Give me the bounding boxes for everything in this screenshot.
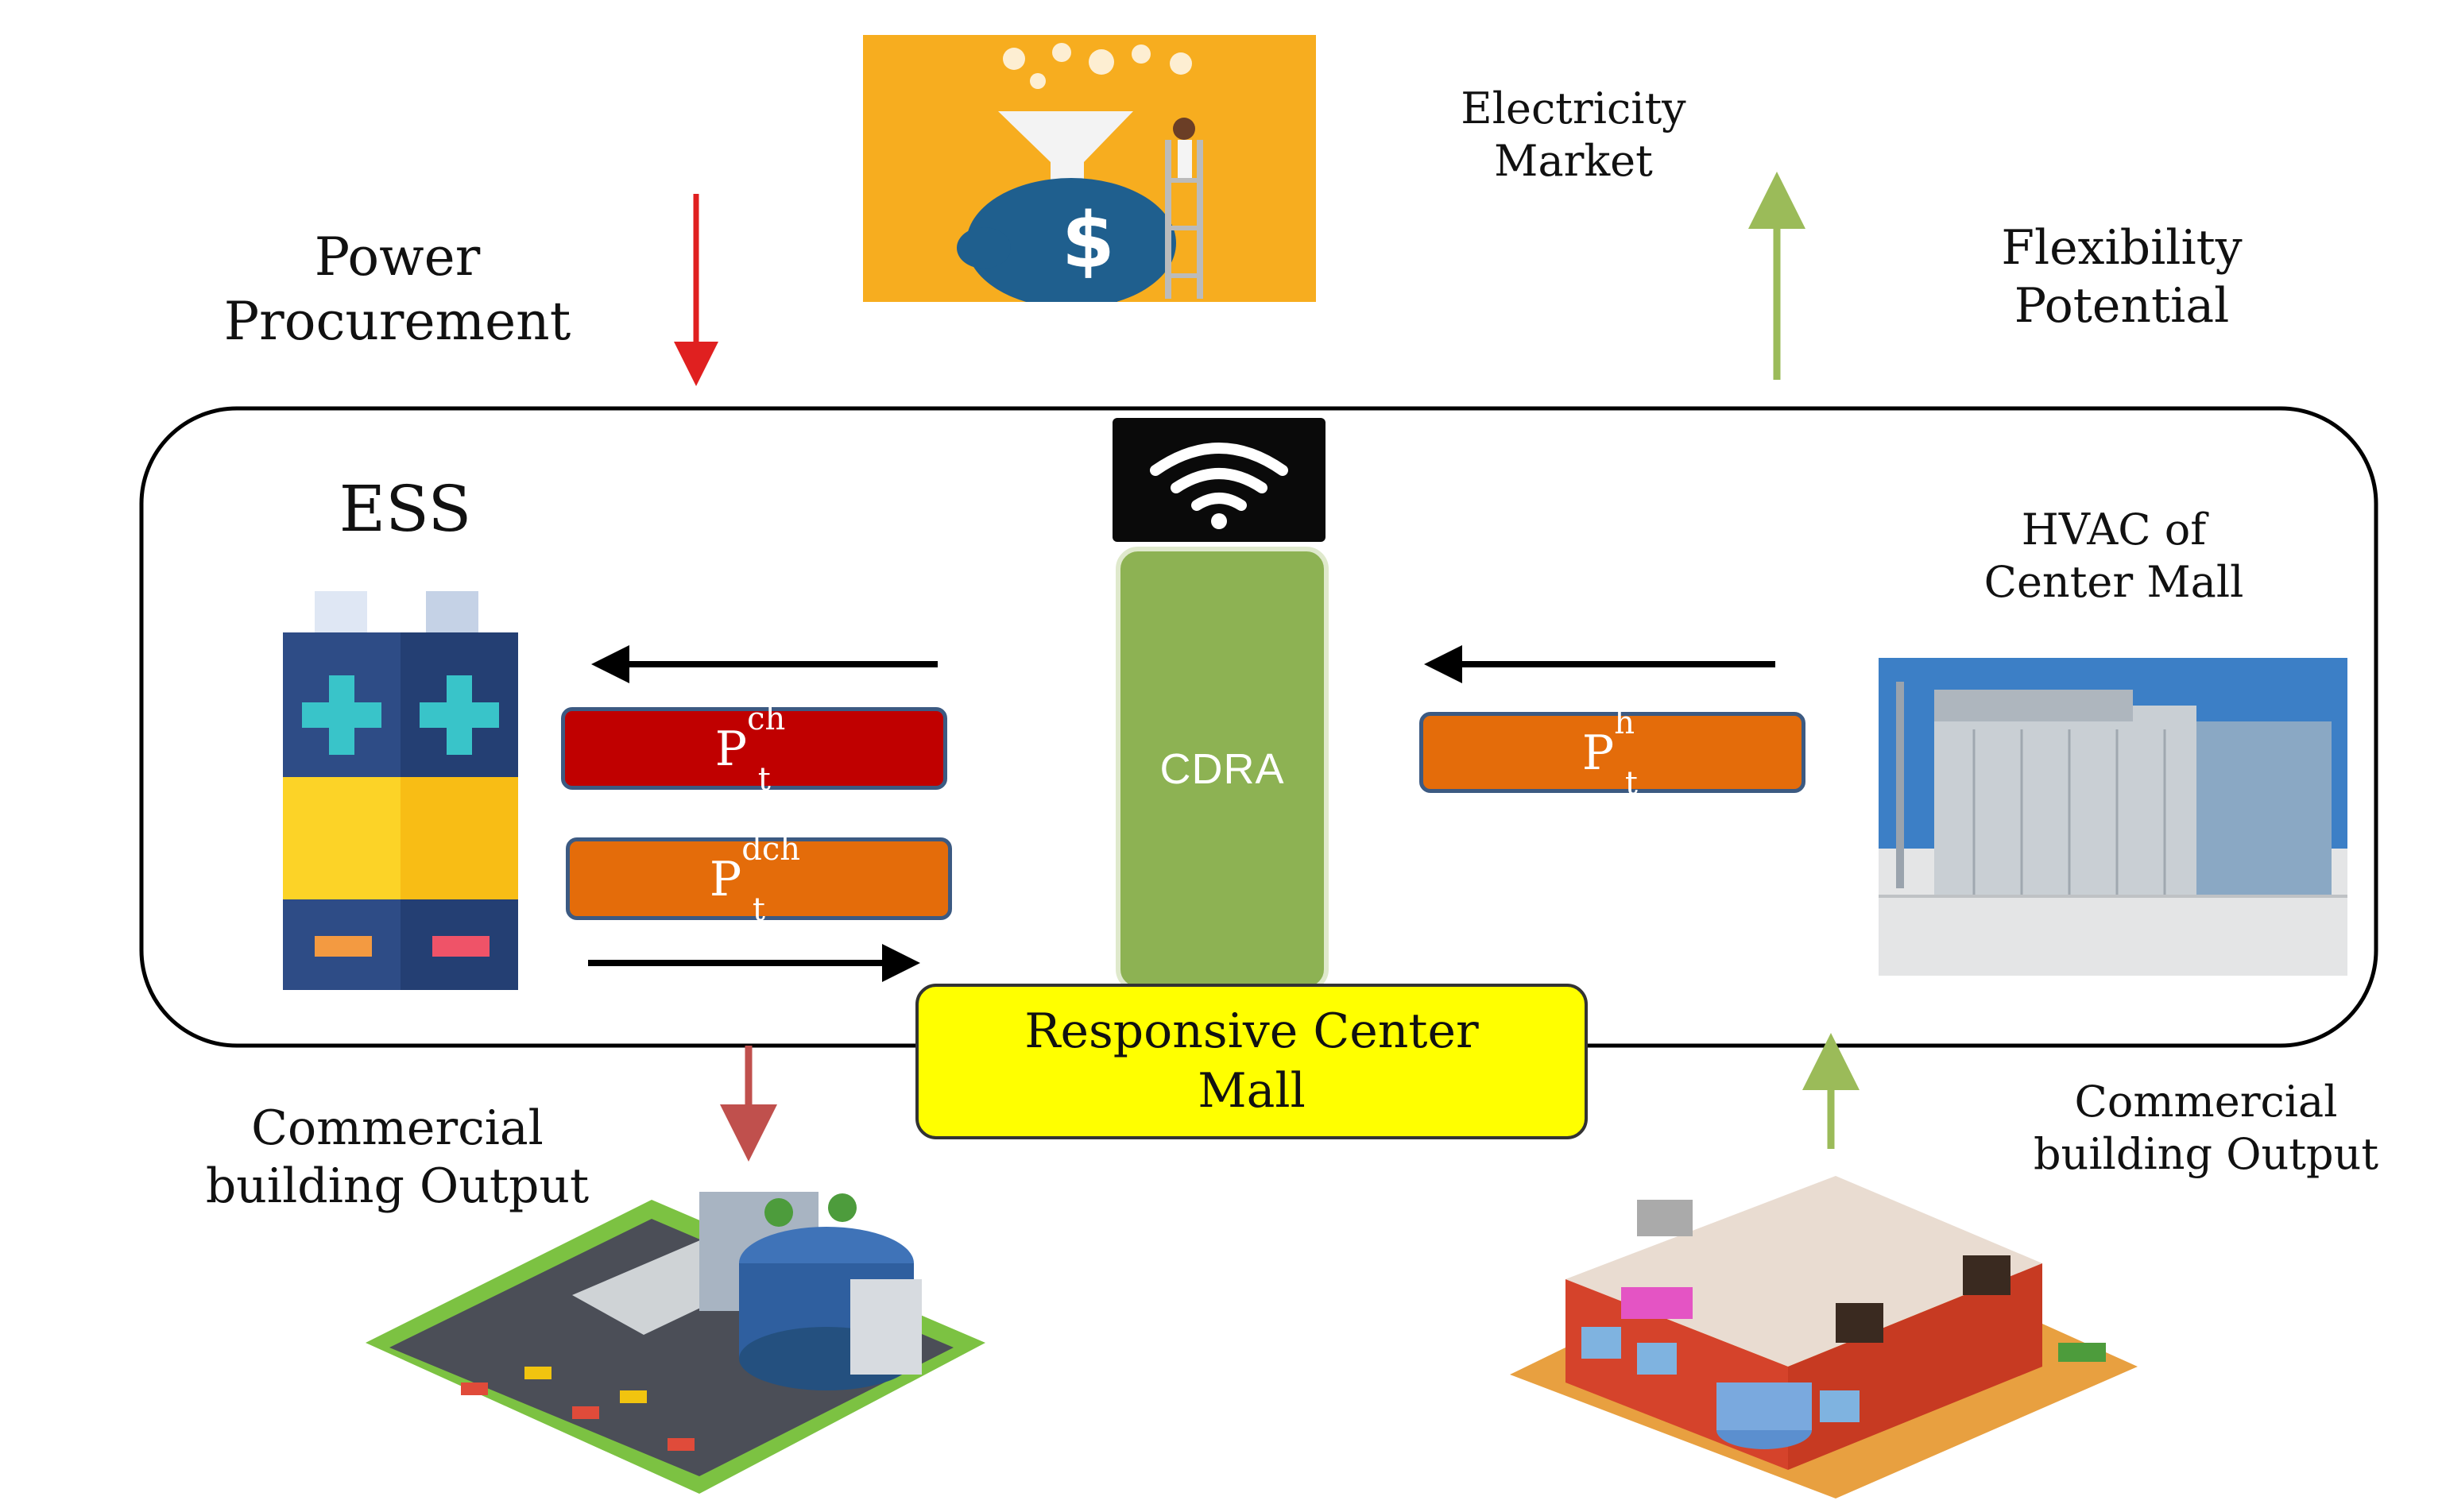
ess-label: ESS	[339, 472, 472, 546]
wifi-icon	[1150, 443, 1288, 529]
mall-building-right-icon	[1510, 1176, 2138, 1498]
cdra-unit: CDRA	[1116, 547, 1329, 992]
responsive-center-mall-box: Responsive Center Mall	[915, 984, 1588, 1139]
dollar-symbol: $	[1062, 196, 1115, 285]
hvac-unit-image	[1879, 658, 2347, 976]
commercial-building-left-icon	[366, 1192, 985, 1494]
electricity-market-image: $	[863, 35, 1316, 302]
cdra-label: CDRA	[1159, 745, 1285, 793]
battery-icon	[283, 591, 518, 990]
responsive-mall-line2: Mall	[1198, 1063, 1306, 1119]
wifi-module	[1113, 418, 1325, 542]
responsive-mall-line1: Responsive Center	[1024, 1003, 1479, 1059]
